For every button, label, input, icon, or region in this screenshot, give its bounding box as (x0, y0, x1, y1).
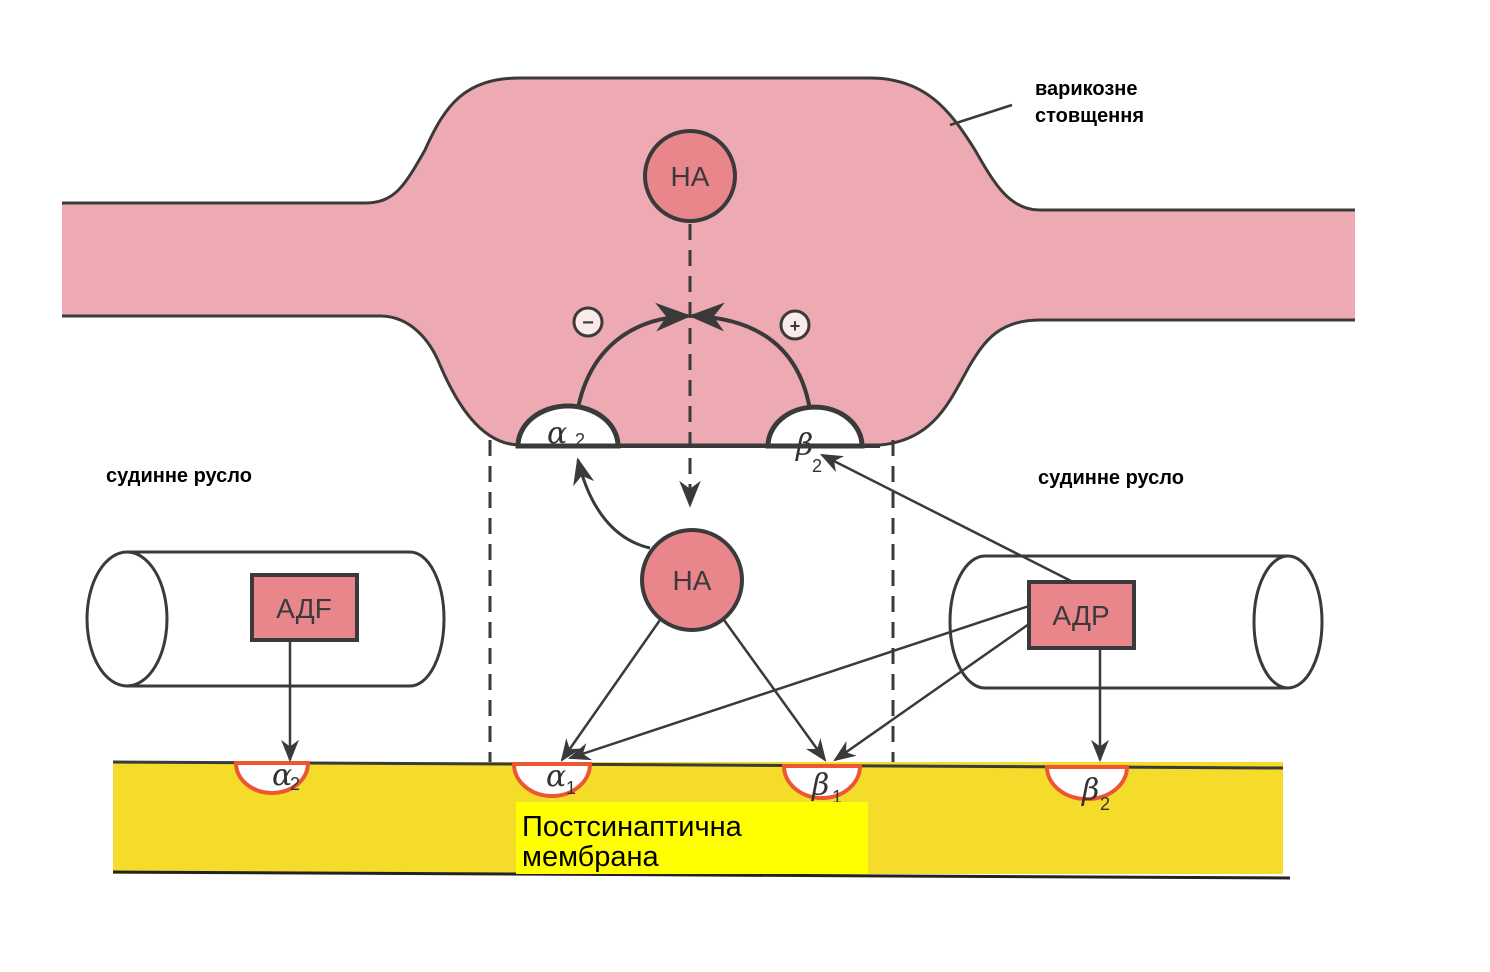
adr-box (1027, 580, 1136, 650)
varicose-label-line2: стовщення (1035, 105, 1144, 127)
svg-text:α: α (546, 759, 566, 794)
negative-feedback-icon: − (572, 306, 604, 338)
adf-label: АДF (276, 593, 332, 624)
postsynaptic-label-line2: мембрана (522, 841, 660, 873)
na-to-alpha2-feedback-arrow (573, 457, 651, 550)
na-to-alpha1-arrow (560, 619, 662, 762)
svg-text:α: α (272, 758, 292, 793)
varicosity-pointer-line (949, 103, 1013, 127)
adr-label: АДР (1052, 600, 1109, 631)
feedback-arc-negative (576, 302, 692, 409)
varicosity-body (62, 78, 1355, 445)
adr-to-presyn-beta2-arrow (819, 453, 1074, 584)
svg-text:−: − (582, 312, 594, 334)
vascular-bed-right-label: судинне русло (1038, 467, 1184, 489)
varicosity-outline-top (62, 76, 1355, 212)
presynaptic-alpha2-receptor: α 2 (515, 403, 621, 451)
postsynaptic-label-box (516, 802, 868, 874)
svg-text:2: 2 (812, 456, 822, 476)
adr-to-beta1-arrow (833, 622, 1030, 762)
presynaptic-beta2-receptor: β 2 (765, 404, 865, 476)
positive-feedback-icon: + (779, 309, 811, 341)
svg-text:β: β (1081, 773, 1099, 808)
na-vesicle-label: НА (671, 161, 710, 192)
svg-text:+: + (790, 316, 801, 336)
vascular-bed-left-label: судинне русло (106, 465, 252, 487)
post-alpha1-receptor: α 1 (511, 759, 593, 798)
svg-text:1: 1 (832, 787, 842, 807)
svg-text:2: 2 (575, 430, 585, 450)
na-cleft-circle (640, 528, 744, 632)
post-alpha2-receptor: α 2 (233, 758, 311, 795)
post-beta1-receptor: β 1 (781, 764, 863, 807)
adf-box (250, 573, 359, 642)
postsynaptic-label-line1: Постсинаптична (522, 811, 743, 843)
varicose-label-line1: варикозне (1035, 78, 1138, 100)
na-vesicle-circle (643, 129, 737, 223)
svg-text:α: α (547, 416, 567, 451)
adr-to-alpha1-arrow (567, 604, 1030, 761)
na-cleft-label: НА (673, 565, 712, 596)
post-beta2-receptor: β 2 (1044, 765, 1130, 814)
feedback-arc-positive (688, 302, 812, 411)
svg-text:1: 1 (566, 778, 576, 798)
svg-text:β: β (811, 768, 829, 803)
postsynaptic-bottom-line (112, 870, 1291, 880)
svg-text:2: 2 (290, 774, 300, 794)
svg-text:2: 2 (1100, 794, 1110, 814)
